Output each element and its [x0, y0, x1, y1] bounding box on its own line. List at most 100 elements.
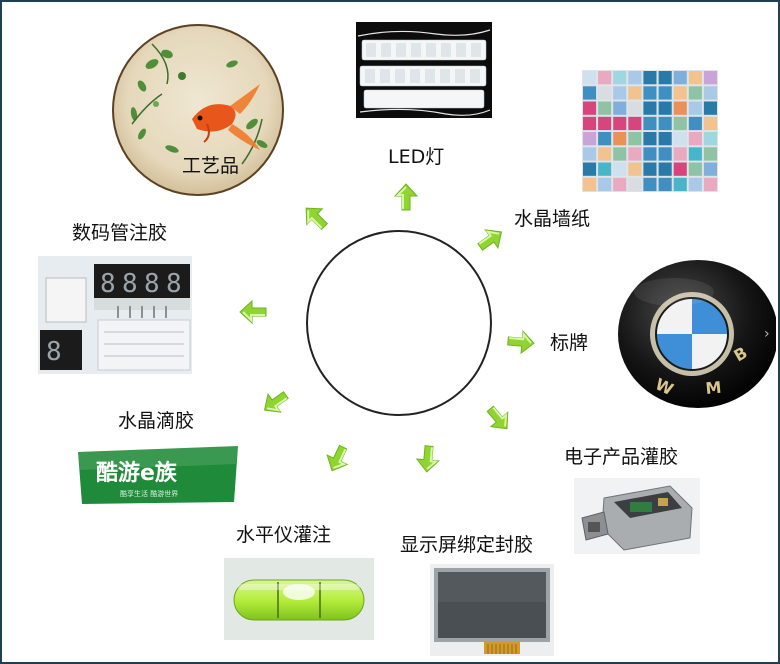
mosaic-tile [703, 86, 717, 100]
digit-tube-label: 数码管注胶 [72, 222, 168, 244]
sign-main-text: 酷游e族 [96, 460, 178, 486]
mosaic-tile [598, 101, 612, 115]
mosaic-tile [613, 162, 627, 176]
mosaic-tile [688, 101, 702, 115]
mosaic-tile [703, 101, 717, 115]
mosaic-tile [628, 132, 642, 146]
mosaic-tile [583, 116, 597, 131]
mosaic-tile [598, 132, 612, 146]
mosaic-tile [613, 86, 627, 100]
mosaic-tile [643, 116, 657, 131]
mosaic-tile [598, 116, 612, 131]
electronics-potting-label: 电子产品灌胶 [564, 446, 679, 468]
mosaic-tile [643, 132, 657, 146]
mosaic-tile [673, 86, 687, 100]
mosaic-tile [628, 101, 642, 115]
mosaic-tile [583, 101, 597, 115]
mosaic-tile [658, 177, 672, 192]
mosaic-tile [643, 101, 657, 115]
mosaic-tile [658, 147, 672, 161]
crystal-wallpaper-label: 水晶墙纸 [514, 208, 591, 230]
segment-digit: 8 [144, 269, 160, 299]
badge-letter-m: M [705, 378, 723, 398]
arrow-to-nameplate [507, 330, 535, 355]
mosaic-tile [688, 116, 702, 131]
mosaic-tile [598, 71, 612, 85]
segment-digit: 8 [100, 269, 116, 299]
mosaic-tile [703, 162, 717, 176]
digit-tube-image: 8 8 8 8 8 [38, 256, 192, 374]
mosaic-tile [583, 86, 597, 100]
mosaic-tile [688, 71, 702, 85]
mosaic-tile [673, 147, 687, 161]
mosaic-tile [583, 132, 597, 146]
mosaic-tile [673, 132, 687, 146]
crystal-wallpaper-image [582, 70, 718, 192]
mosaic-tile [628, 147, 642, 161]
mosaic-tile [703, 147, 717, 161]
arrow-to-led [393, 183, 419, 211]
mosaic-tile [703, 71, 717, 85]
arrow-to-craft [305, 207, 329, 231]
mosaic-tile [643, 162, 657, 176]
mosaic-tile [598, 177, 612, 192]
led-label: LED灯 [388, 146, 445, 168]
mosaic-tile [643, 86, 657, 100]
mosaic-tile [628, 177, 642, 192]
mosaic-tile [673, 116, 687, 131]
mosaic-tile [673, 101, 687, 115]
level-vial-image [224, 558, 374, 640]
mosaic-tile [583, 147, 597, 161]
nameplate-badge-image: B M W › [614, 258, 776, 408]
mosaic-tile [643, 71, 657, 85]
level-filling-label: 水平仪灌注 [236, 524, 332, 546]
mosaic-tile [628, 71, 642, 85]
crystal-epoxy-label: 水晶滴胶 [118, 410, 195, 432]
electronics-potting-image [574, 478, 700, 554]
mosaic-tile [658, 71, 672, 85]
arrow-to-digit-tube [239, 299, 267, 325]
mosaic-tile [703, 132, 717, 146]
mosaic-tile [658, 86, 672, 100]
arrow-to-crystal-wallpaper [477, 229, 503, 251]
center-circle [306, 230, 492, 416]
crystal-epoxy-sign-image: 酷游e族 酷享生活 酷游世界 [74, 442, 242, 508]
led-modules-image [356, 22, 492, 118]
mosaic-tile [628, 162, 642, 176]
arrow-to-crystal-epoxy [263, 391, 289, 413]
arrow-to-electronics [486, 405, 509, 430]
mosaic-tile [688, 177, 702, 192]
nameplate-label: 标牌 [550, 332, 589, 354]
segment-digit: 8 [46, 337, 62, 367]
segment-digit: 8 [122, 269, 138, 299]
mosaic-tile [643, 177, 657, 192]
mosaic-tile [658, 101, 672, 115]
mosaic-tile [673, 162, 687, 176]
mosaic-tile [643, 147, 657, 161]
chevron-right-icon: › [764, 326, 770, 342]
mosaic-tile [688, 147, 702, 161]
mosaic-tile [613, 132, 627, 146]
mosaic-tile [703, 177, 717, 192]
mosaic-tile [688, 162, 702, 176]
mosaic-tile [583, 177, 597, 192]
mosaic-tile [628, 116, 642, 131]
mosaic-tile [688, 86, 702, 100]
mosaic-tile [658, 132, 672, 146]
mosaic-tile [673, 177, 687, 192]
mosaic-tile [613, 177, 627, 192]
arrow-to-display [415, 445, 440, 473]
mosaic-tile [598, 162, 612, 176]
mosaic-tile [703, 116, 717, 131]
mosaic-tile [598, 147, 612, 161]
mosaic-tile [658, 116, 672, 131]
craft-label: 工艺品 [182, 155, 239, 177]
mosaic-tile [613, 116, 627, 131]
craft-plate-image: 工艺品 [112, 24, 284, 196]
mosaic-tile [583, 71, 597, 85]
display-bonding-label: 显示屏绑定封胶 [400, 534, 534, 556]
mosaic-tile [658, 162, 672, 176]
display-panel-image [430, 564, 554, 656]
mosaic-tile [613, 147, 627, 161]
